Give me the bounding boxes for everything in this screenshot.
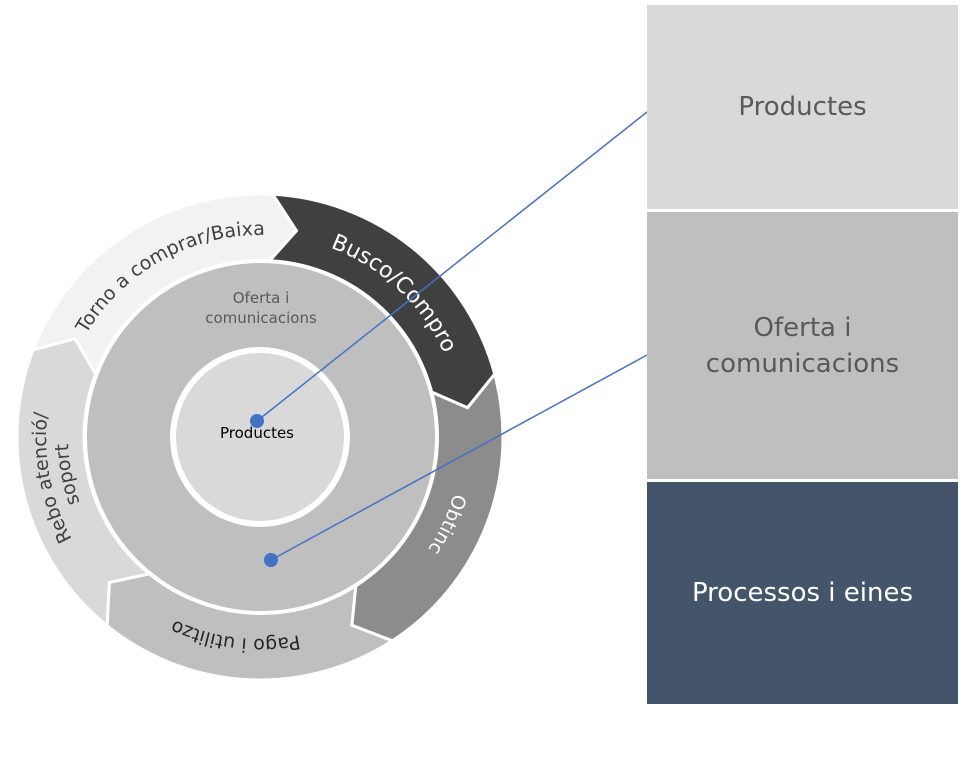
legend-processes: Processos i eines [647, 482, 958, 704]
legend-processes-label: Processos i eines [691, 578, 914, 608]
connectors [250, 111, 648, 567]
legend-products: Productes [647, 5, 958, 209]
connector-dot-offer [264, 553, 278, 567]
connector-offer [270, 354, 648, 561]
legend-products-label: Productes [738, 92, 867, 122]
connector-dot-products [250, 414, 264, 428]
products-core [170, 347, 350, 527]
products-core-label: Productes [220, 424, 294, 442]
connector-products [256, 111, 648, 422]
